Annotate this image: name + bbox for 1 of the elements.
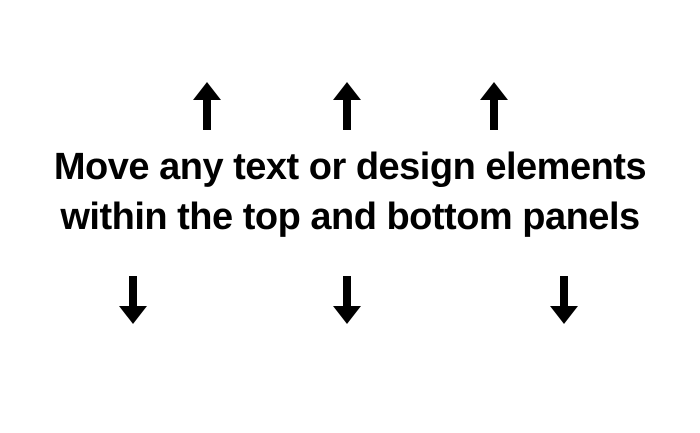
instruction-text: Move any text or design elements within the top and bottom panels <box>52 145 648 240</box>
